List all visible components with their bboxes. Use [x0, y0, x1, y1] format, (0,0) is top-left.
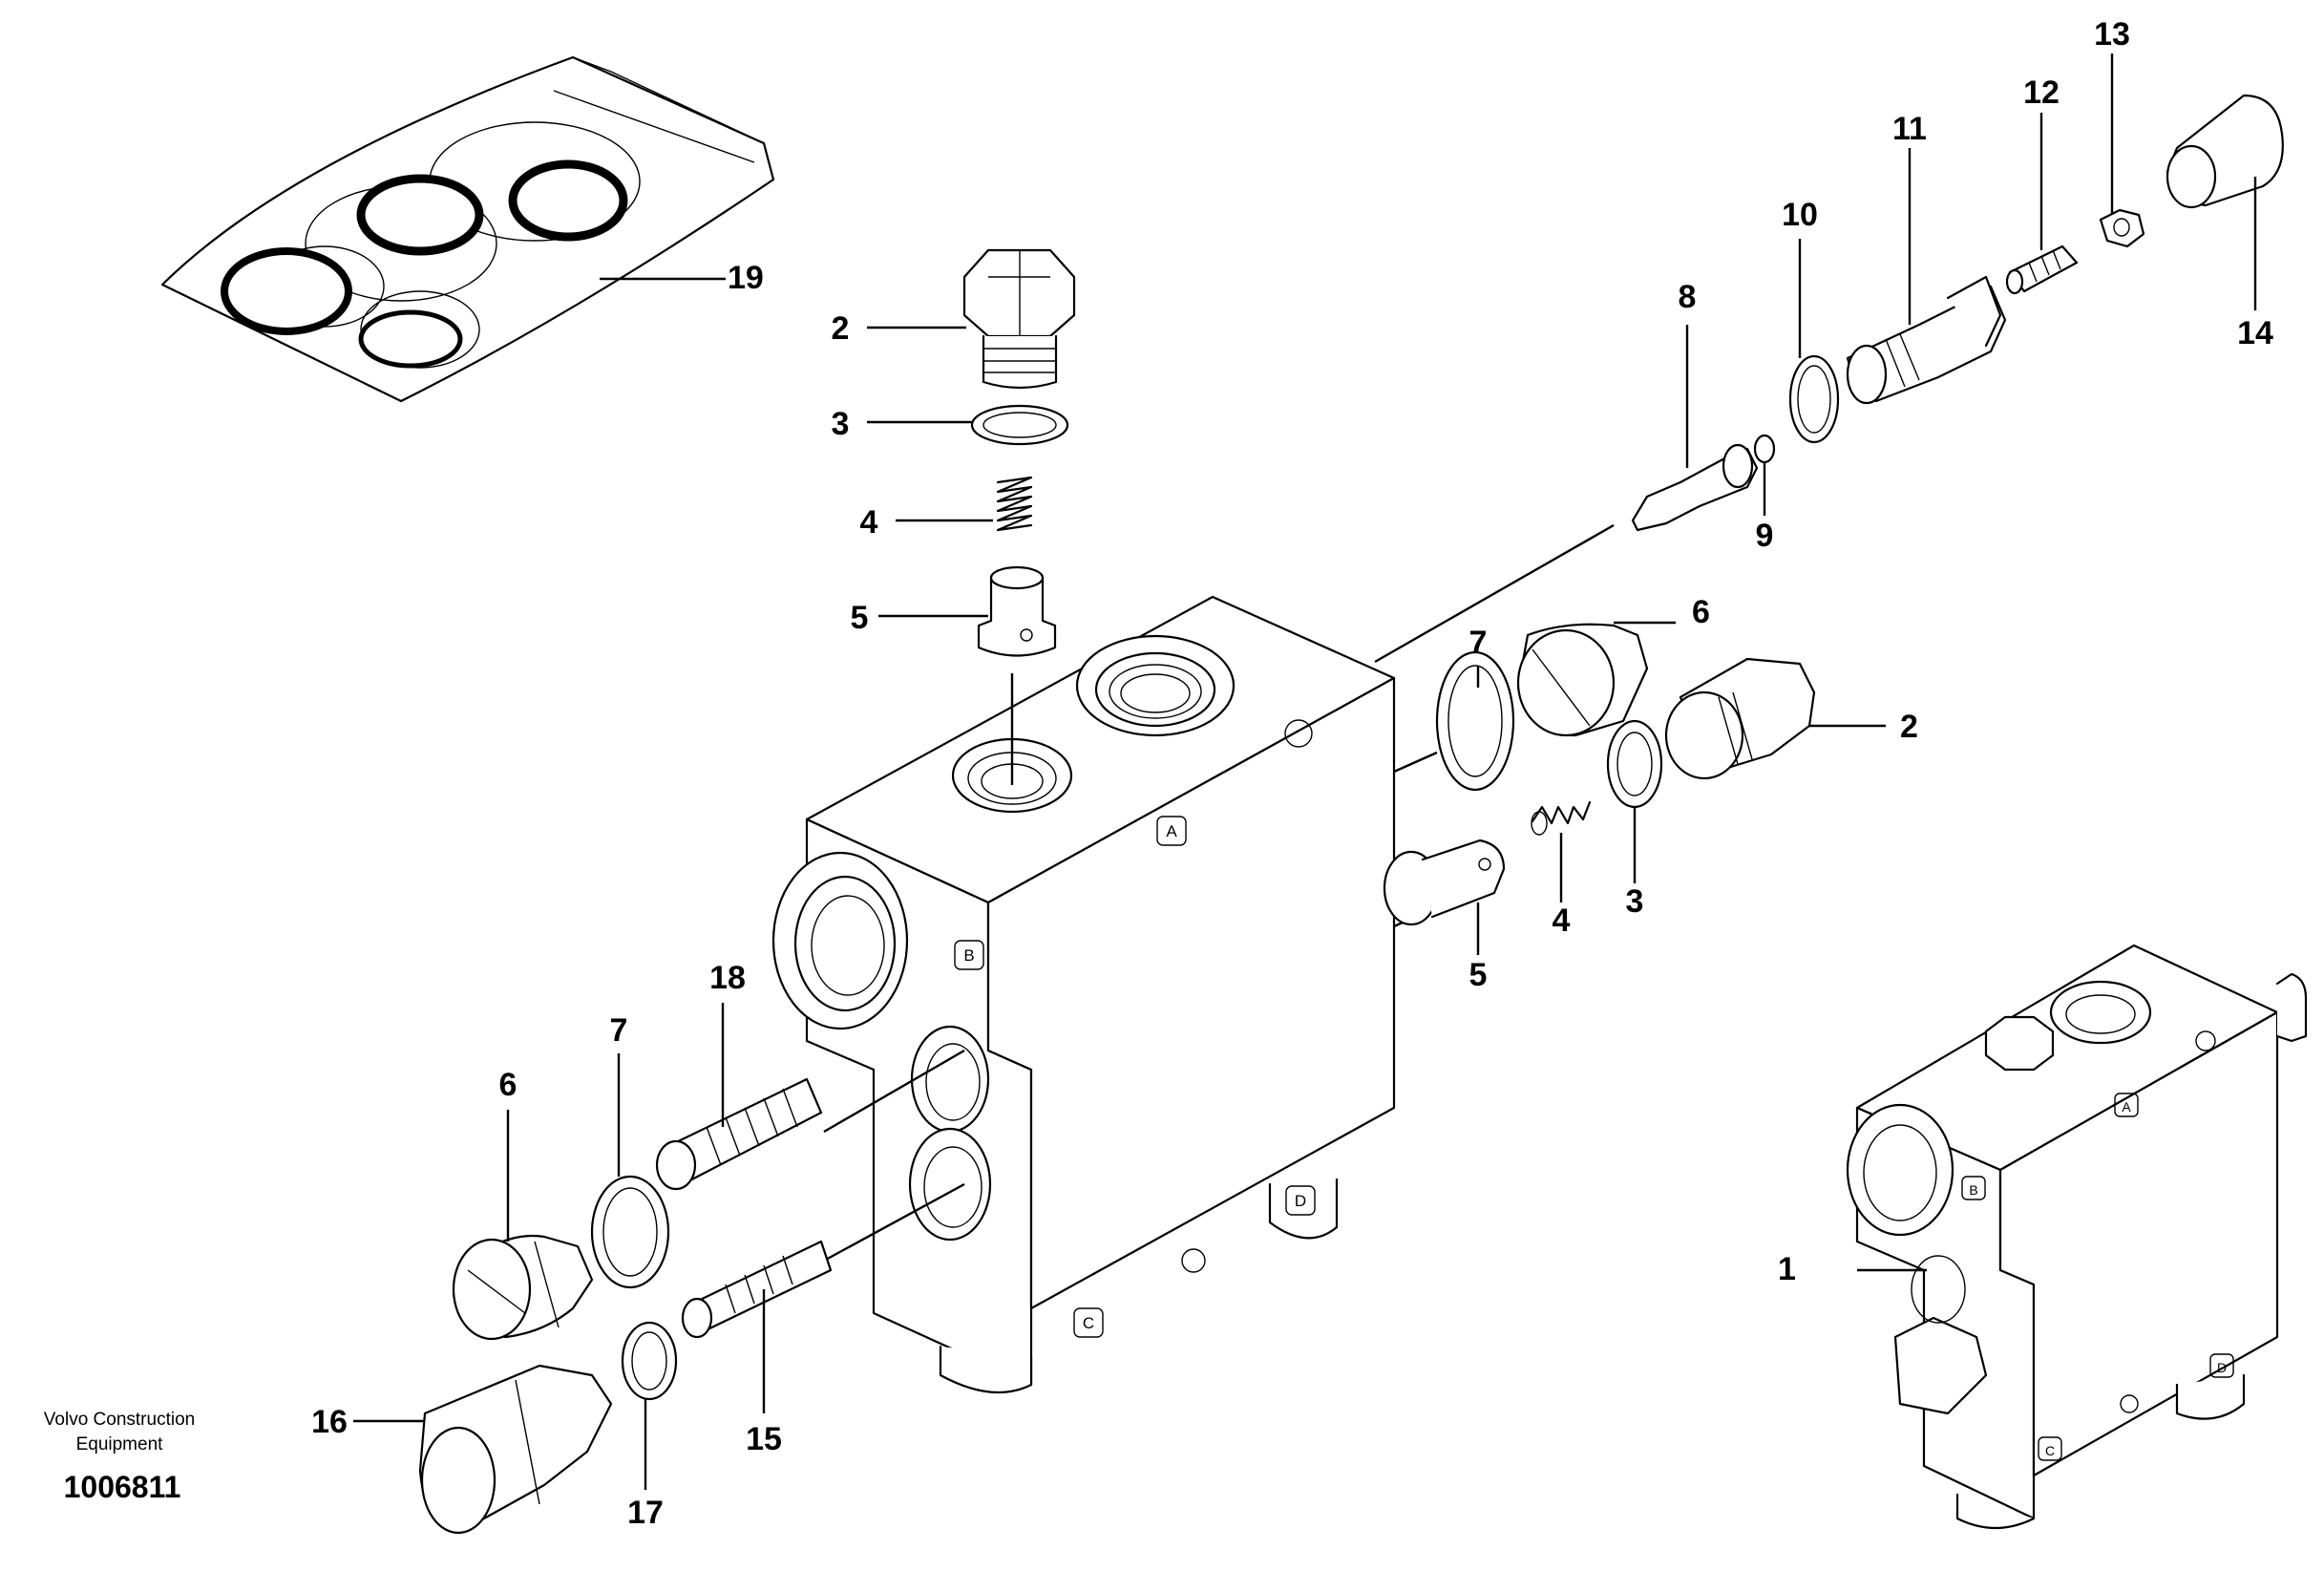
- inset-port-d-label: D: [2217, 1360, 2227, 1375]
- o-ring-7-left: [590, 1175, 670, 1289]
- o-ring-9: [1753, 434, 1776, 464]
- callout-labels: 19 2 3 4 5 8 9 10 11 12 13 14 6 7 2 3 4 …: [311, 16, 2273, 1531]
- port-a-label: A: [1166, 822, 1177, 840]
- callout-18: 18: [709, 960, 746, 996]
- poppet-5-right: [1383, 839, 1506, 926]
- plug-6-left: [452, 1234, 594, 1341]
- callout-9: 9: [1756, 518, 1774, 554]
- plug-2-right: [1664, 657, 1816, 780]
- port-c-label: C: [1083, 1314, 1094, 1332]
- valve-body: A B D C: [771, 595, 1396, 1394]
- spring-4-top: [996, 476, 1033, 532]
- callout-5-right: 5: [1469, 957, 1488, 993]
- nut-13: [2099, 208, 2145, 248]
- valve-cartridge-11: [1846, 275, 2007, 405]
- assembled-valve-inset: A B D C: [1846, 944, 2308, 1530]
- callout-13: 13: [2094, 16, 2130, 53]
- assembly-lines: [823, 523, 1615, 1263]
- callout-10: 10: [1782, 197, 1818, 233]
- o-ring-7-right: [1435, 650, 1515, 792]
- leader-lines: [353, 53, 2257, 1490]
- inset-port-a-label: A: [2122, 1099, 2131, 1115]
- callout-17: 17: [627, 1495, 664, 1531]
- callout-2-top: 2: [832, 310, 850, 347]
- callout-6-left: 6: [499, 1067, 518, 1103]
- callout-4-top: 4: [860, 504, 878, 541]
- inset-port-c-label: C: [2045, 1443, 2055, 1458]
- o-ring-3-top: [970, 404, 1069, 446]
- o-ring-10: [1788, 354, 1840, 444]
- callout-6-right: 6: [1692, 594, 1710, 630]
- adjusting-screw-12: [2005, 244, 2079, 295]
- callout-16: 16: [311, 1404, 348, 1440]
- port-b-label: B: [963, 946, 974, 965]
- callout-3-right: 3: [1626, 883, 1644, 920]
- spring-18: [655, 1077, 823, 1191]
- cap-14: [2166, 94, 2284, 209]
- publisher-line-1: Volvo Construction: [44, 1410, 195, 1430]
- publisher-line-2: Equipment: [76, 1434, 164, 1454]
- callout-2-right: 2: [1900, 709, 1918, 745]
- callout-7-left: 7: [610, 1012, 628, 1049]
- callout-19: 19: [728, 260, 764, 296]
- callout-8: 8: [1679, 279, 1697, 315]
- o-ring-3-right: [1606, 719, 1663, 809]
- callout-15: 15: [746, 1421, 782, 1457]
- inset-port-b-label: B: [1969, 1182, 1977, 1198]
- port-d-label: D: [1295, 1192, 1306, 1210]
- plug-16: [418, 1364, 613, 1535]
- drawing-number: 1006811: [64, 1470, 181, 1504]
- o-ring-17: [621, 1321, 678, 1401]
- callout-12: 12: [2023, 74, 2060, 111]
- callout-7-right: 7: [1469, 625, 1488, 661]
- callout-11: 11: [1892, 111, 1927, 147]
- callout-4-right: 4: [1553, 902, 1571, 939]
- plug-6-right: [1516, 623, 1649, 737]
- callout-14: 14: [2237, 315, 2273, 351]
- spring-15: [681, 1240, 833, 1339]
- callout-1: 1: [1778, 1251, 1796, 1287]
- callout-3-top: 3: [832, 406, 850, 442]
- drawing-reference: Volvo Construction Equipment 1006811: [44, 1410, 195, 1504]
- spring-4-right: [1531, 800, 1592, 836]
- callout-5-top: 5: [851, 600, 869, 636]
- poppet-5-top: [977, 565, 1057, 657]
- seal-kit-bag: [160, 55, 775, 403]
- plug-2-top: [962, 248, 1076, 390]
- poppet-8: [1631, 443, 1759, 532]
